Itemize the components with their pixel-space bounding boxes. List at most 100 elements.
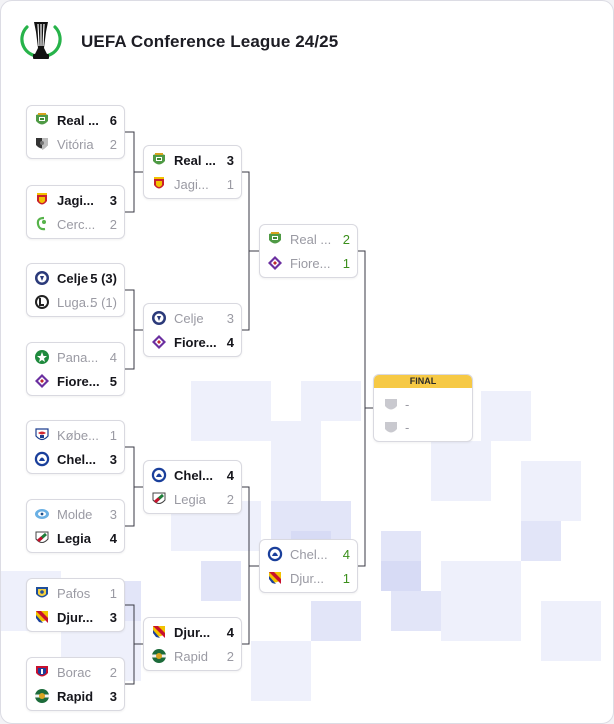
team-score: 3 [226,153,234,168]
team-row: Rapid 2 [144,644,241,668]
match-r16-7[interactable]: Pafos 1 Djur... 3 [26,578,125,632]
team-name: Legia [174,492,206,507]
team-name: Fiore... [174,335,217,350]
match-r16-1[interactable]: Real ... 6 Vitória 2 [26,105,125,159]
legia-crest-icon [35,531,49,543]
panathinaikos-crest-icon [35,350,49,364]
team-score: 1 [342,256,350,271]
team-name: Chel... [174,468,214,483]
djurgarden-crest-icon [269,572,281,584]
team-name: Real ... [290,232,332,247]
team-score: 4 [109,350,117,365]
team-name: Djur... [290,571,324,586]
team-row: - [374,394,472,416]
cercle-crest-icon [36,216,46,231]
team-placeholder: - [405,420,410,435]
team-row: Pana... 4 [27,345,124,369]
celje-crest-icon [152,311,166,325]
team-score: 4 [226,335,234,350]
team-score: 2 [109,665,117,680]
chelsea-crest-icon [267,546,283,562]
team-row: Djur... 4 [144,620,241,644]
team-name: Jagi... [174,177,209,192]
team-score: 3 [109,452,117,467]
team-row: - [374,417,472,439]
celje-crest-icon [35,271,49,285]
team-name: Fiore... [290,256,331,271]
team-name: Jagi... [57,193,94,208]
team-name: Real ... [174,153,216,168]
team-row: Rapid 3 [27,684,124,708]
pafos-crest-icon [36,587,48,598]
fiorentina-crest-icon [152,335,166,349]
team-name: Legia [57,531,91,546]
team-row: Vitória 2 [27,132,124,156]
match-sf-2[interactable]: Chel... 4 Djur... 1 [259,539,358,593]
team-row: Jagi... 3 [27,188,124,212]
team-score: 4 [226,625,234,640]
team-row: Djur... 1 [260,566,357,590]
team-name: Fiore... [57,374,100,389]
team-name: Celje [174,311,204,326]
match-r16-2[interactable]: Jagi... 3 Cerc... 2 [26,185,125,239]
betis-crest-icon [153,153,165,165]
team-score: 3 [109,507,117,522]
betis-crest-icon [36,113,48,125]
djurgarden-crest-icon [36,611,48,623]
team-row: Fiore... 1 [260,251,357,275]
team-score: 2 [226,492,234,507]
team-score: 4 [109,531,117,546]
match-final[interactable]: FINAL - - [373,374,473,442]
team-score: 4 [342,547,350,562]
match-r16-3[interactable]: Celje 5 (3) Luga... 5 (1) [26,263,125,317]
team-row: Luga... 5 (1) [27,290,124,314]
molde-crest-icon [35,509,49,519]
team-name: Vitória [57,137,94,152]
team-row: Chel... 4 [144,463,241,487]
team-score: 5 [109,374,117,389]
match-r16-8[interactable]: Borac 2 Rapid 3 [26,657,125,711]
match-qf-1[interactable]: Real ... 3 Jagi... 1 [143,145,242,199]
team-row: Borac 2 [27,660,124,684]
match-qf-3[interactable]: Chel... 4 Legia 2 [143,460,242,514]
team-placeholder: - [405,397,410,412]
team-score: 5 (3) [90,271,117,286]
team-name: Luga... [57,295,97,310]
team-score: 3 [109,689,117,704]
team-row: Celje 3 [144,306,241,330]
team-score: 3 [109,610,117,625]
team-row: Celje 5 (3) [27,266,124,290]
team-score: 5 (1) [90,295,117,310]
rapid-crest-icon [35,689,49,703]
team-row: Legia 4 [27,526,124,550]
team-name: Celje [57,271,89,286]
team-score: 6 [109,113,117,128]
team-row: Cerc... 2 [27,212,124,236]
kobenhavn-crest-icon [35,428,49,441]
match-qf-2[interactable]: Celje 3 Fiore... 4 [143,303,242,357]
team-name: Djur... [174,625,211,640]
team-row: Real ... 6 [27,108,124,132]
match-r16-6[interactable]: Molde 3 Legia 4 [26,499,125,553]
team-name: Rapid [57,689,94,704]
chelsea-crest-icon [151,467,167,483]
team-score: 2 [109,137,117,152]
team-score: 2 [226,649,234,664]
jagiellonia-crest-icon [37,193,47,205]
team-row: Molde 3 [27,502,124,526]
team-name: Købe... [57,428,99,443]
rapid-crest-icon [152,649,166,663]
match-r16-4[interactable]: Pana... 4 Fiore... 5 [26,342,125,396]
chelsea-crest-icon [34,451,50,467]
match-sf-1[interactable]: Real ... 2 Fiore... 1 [259,224,358,278]
match-qf-4[interactable]: Djur... 4 Rapid 2 [143,617,242,671]
match-r16-5[interactable]: Købe... 1 Chel... 3 [26,420,125,474]
placeholder-shield-icon [385,399,397,410]
header: UEFA Conference League 24/25 [1,1,613,81]
team-row: Real ... 3 [144,148,241,172]
team-name: Real ... [57,113,99,128]
legia-crest-icon [152,492,166,504]
team-row: Fiore... 5 [27,369,124,393]
team-row: Pafos 1 [27,581,124,605]
team-row: Jagi... 1 [144,172,241,196]
